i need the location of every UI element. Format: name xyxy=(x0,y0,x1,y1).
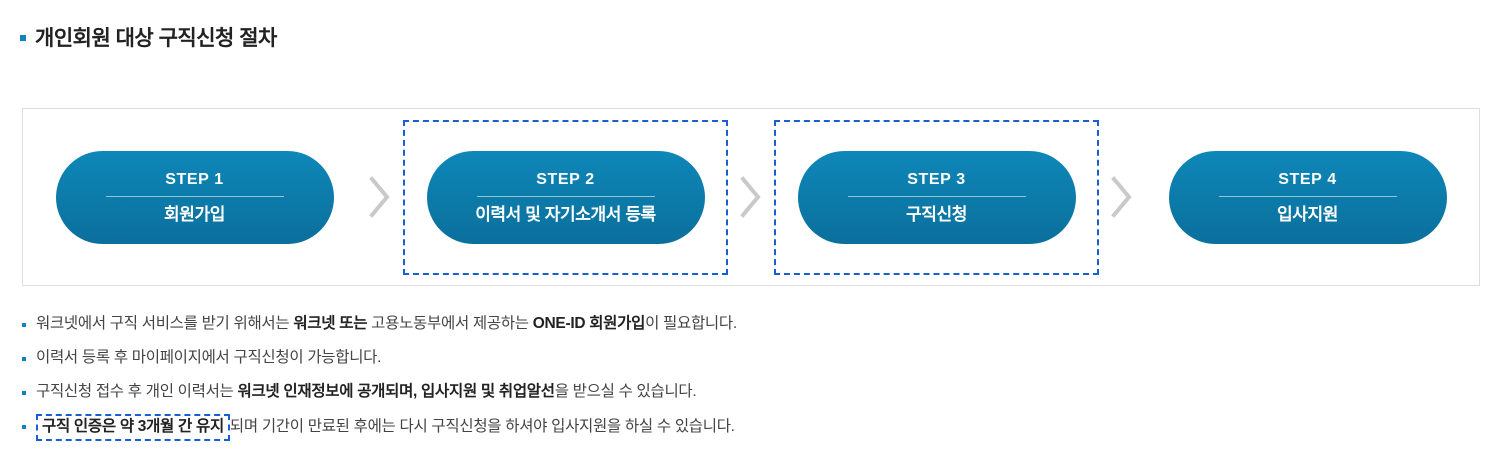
step-cell-1: STEP 1 회원가입 xyxy=(32,120,357,275)
plain-text: 구직신청 접수 후 개인 이력서는 xyxy=(36,382,238,400)
step-pill-2[interactable]: STEP 2 이력서 및 자기소개서 등록 xyxy=(426,150,705,244)
chevron-right-icon-2 xyxy=(728,169,774,225)
plain-text: 이력서 등록 후 마이페이지에서 구직신청이 가능합니다. xyxy=(36,348,382,366)
step-number-3: STEP 3 xyxy=(907,170,966,188)
note-bullet-icon xyxy=(22,323,26,327)
step-divider-4 xyxy=(1218,195,1397,197)
step-divider-1 xyxy=(105,195,284,197)
step-pill-4[interactable]: STEP 4 입사지원 xyxy=(1168,150,1447,244)
note-text-2: 이력서 등록 후 마이페이지에서 구직신청이 가능합니다. xyxy=(36,348,381,369)
note-item: 워크넷에서 구직 서비스를 받기 위해서는 워크넷 또는 고용노동부에서 제공하… xyxy=(22,308,1482,342)
emphasis-text: ONE-ID 회원가입 xyxy=(532,315,646,332)
highlight-box: 구직 인증은 약 3개월 간 유지 xyxy=(36,413,230,441)
note-text-3: 구직신청 접수 후 개인 이력서는 워크넷 인재정보에 공개되며, 입사지원 및… xyxy=(36,382,697,403)
page-title: 개인회원 대상 구직신청 절차 xyxy=(20,22,1503,52)
page-title-text: 개인회원 대상 구직신청 절차 xyxy=(35,27,277,50)
step-number-4: STEP 4 xyxy=(1278,170,1337,188)
step-label-2: 이력서 및 자기소개서 등록 xyxy=(475,204,656,224)
step-divider-2 xyxy=(476,195,655,197)
step-label-3: 구직신청 xyxy=(906,204,967,224)
step-pill-1[interactable]: STEP 1 회원가입 xyxy=(55,150,334,244)
plain-text: 이 필요합니다. xyxy=(645,315,737,332)
note-bullet-icon xyxy=(22,390,26,395)
title-bullet-icon xyxy=(20,35,26,41)
chevron-right-icon-1 xyxy=(357,169,403,225)
note-bullet-icon xyxy=(22,424,26,429)
chevron-right-icon-3 xyxy=(1099,169,1145,225)
step-label-4: 입사지원 xyxy=(1277,204,1338,224)
process-flow-panel: STEP 1 회원가입 STEP 2 이력서 및 자기소개서 등록 xyxy=(22,108,1480,286)
note-text-1: 워크넷에서 구직 서비스를 받기 위해서는 워크넷 또는 고용노동부에서 제공하… xyxy=(36,314,737,335)
emphasis-text: 워크넷 인재정보에 공개되며, 입사지원 및 취업알선 xyxy=(237,382,556,400)
step-number-2: STEP 2 xyxy=(536,170,595,188)
plain-text: 고용노동부에서 제공하는 xyxy=(367,315,533,332)
step-flow: STEP 1 회원가입 STEP 2 이력서 및 자기소개서 등록 xyxy=(23,109,1479,285)
emphasis-text: 워크넷 또는 xyxy=(293,315,368,332)
step-divider-3 xyxy=(847,195,1026,197)
plain-text: 되며 기간이 만료된 후에는 다시 구직신청을 하셔야 입사지원을 하실 수 있… xyxy=(229,417,735,435)
step-number-1: STEP 1 xyxy=(165,170,224,188)
step-pill-3[interactable]: STEP 3 구직신청 xyxy=(797,150,1076,244)
note-item: 이력서 등록 후 마이페이지에서 구직신청이 가능합니다. xyxy=(22,342,1482,376)
step-label-1: 회원가입 xyxy=(164,204,225,224)
step-cell-2: STEP 2 이력서 및 자기소개서 등록 xyxy=(403,119,728,275)
step-cell-3: STEP 3 구직신청 xyxy=(774,119,1099,275)
plain-text: 워크넷에서 구직 서비스를 받기 위해서는 xyxy=(36,315,294,332)
step-cell-4: STEP 4 입사지원 xyxy=(1145,120,1470,275)
note-item: 구직신청 접수 후 개인 이력서는 워크넷 인재정보에 공개되며, 입사지원 및… xyxy=(22,376,1482,410)
notes-list: 워크넷에서 구직 서비스를 받기 위해서는 워크넷 또는 고용노동부에서 제공하… xyxy=(22,308,1482,446)
plain-text: 을 받으실 수 있습니다. xyxy=(554,382,697,400)
note-bullet-icon xyxy=(22,356,26,361)
